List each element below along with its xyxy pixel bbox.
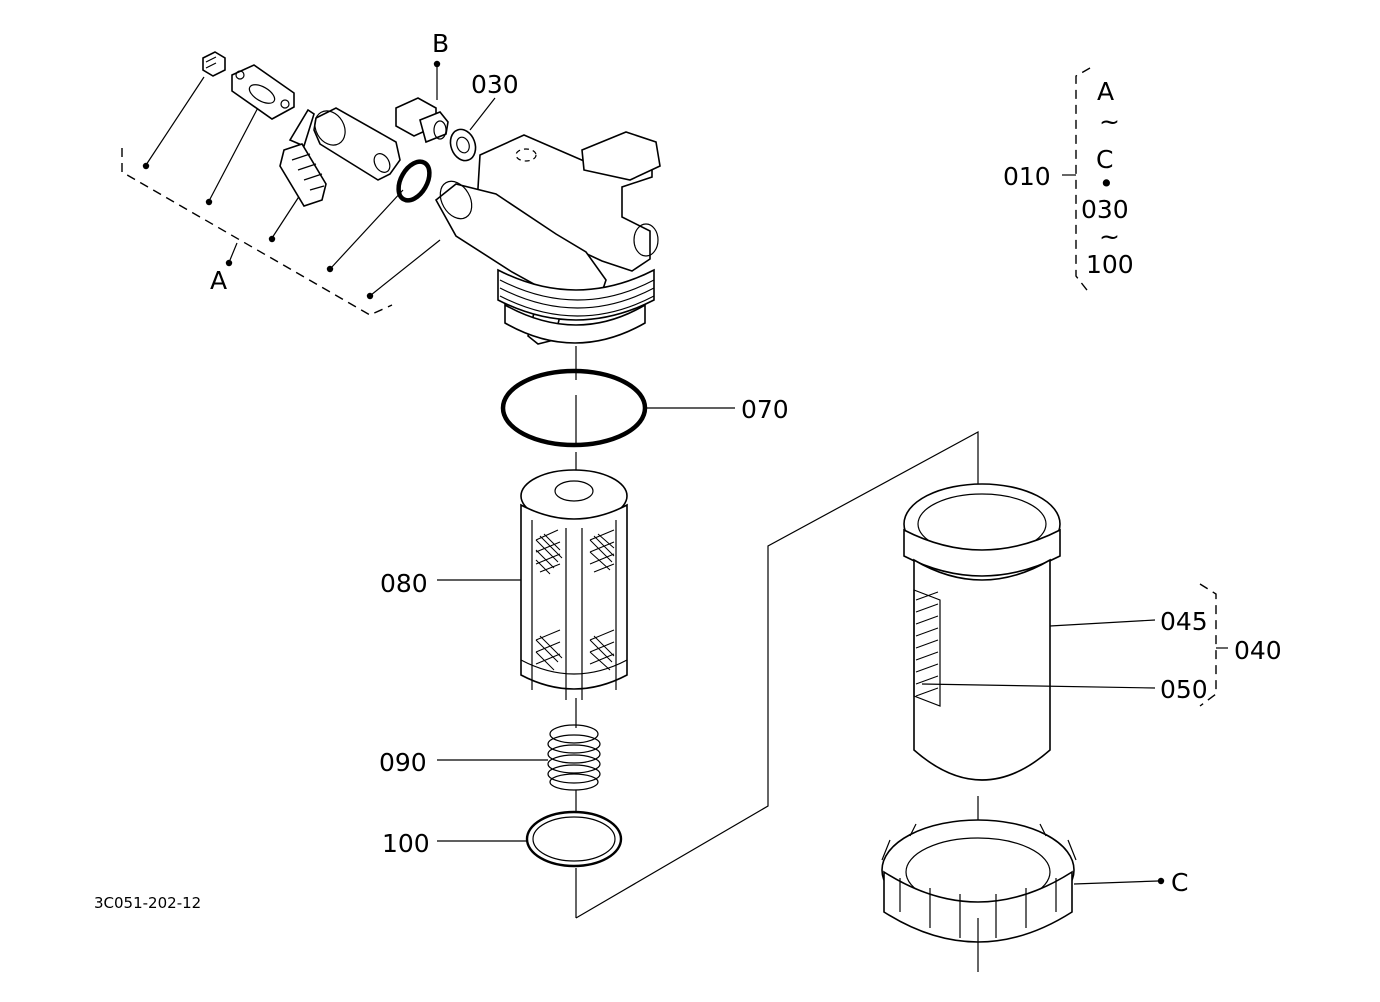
callout-ref-a: A — [210, 266, 227, 295]
callout-040: 040 — [1234, 636, 1282, 665]
bowl-040 — [903, 483, 1156, 830]
callout-045: 045 — [1160, 607, 1208, 636]
bowl-assembly-bracket — [1199, 583, 1228, 707]
group-a-leaders — [142, 76, 441, 300]
legend-sep2: ~ — [1099, 222, 1120, 251]
callout-030: 030 — [471, 70, 519, 99]
drawing-code: 3C051-202-12 — [94, 894, 201, 912]
legend-to1: C — [1096, 145, 1113, 174]
lever-part — [279, 108, 327, 207]
callout-080: 080 — [380, 569, 428, 598]
legend-from2: 030 — [1081, 195, 1129, 224]
callout-ref-c: C — [1171, 868, 1188, 897]
filter-head-body — [434, 131, 661, 345]
o-ring-070 — [500, 368, 648, 448]
group-a-bracket — [121, 148, 393, 316]
plate-part — [231, 64, 295, 120]
callout-050: 050 — [1160, 675, 1208, 704]
legend-from1: A — [1097, 77, 1114, 106]
valve-plug-part — [313, 107, 401, 181]
callout-070: 070 — [741, 395, 789, 424]
assembly-connector — [575, 430, 979, 919]
legend-bullet: • — [1099, 169, 1114, 198]
ring-nut-c — [881, 819, 1165, 972]
ring-100 — [437, 810, 623, 868]
washer-030 — [449, 97, 496, 162]
callout-090: 090 — [379, 748, 427, 777]
legend-to2: 100 — [1086, 250, 1134, 279]
legend-sep1: ~ — [1099, 107, 1120, 136]
mesh-pattern — [535, 529, 615, 671]
spring-090 — [437, 724, 601, 791]
callout-100: 100 — [382, 829, 430, 858]
assembly-legend-bracket — [1062, 67, 1091, 295]
callout-ref-b: B — [432, 29, 449, 58]
callout-010: 010 — [1003, 162, 1051, 191]
nipple-part-b — [395, 60, 449, 144]
filter-element-080 — [437, 469, 628, 700]
small-o-ring — [396, 159, 432, 203]
bolt-part — [202, 51, 226, 77]
